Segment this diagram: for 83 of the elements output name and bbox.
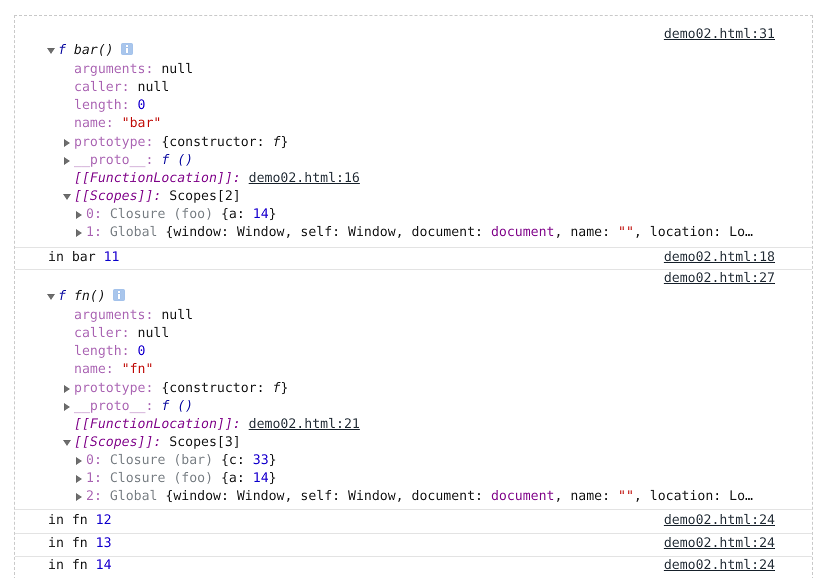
property-name: caller: <box>74 79 130 97</box>
property-name: prototype: <box>74 380 154 398</box>
scope-type: Global <box>110 488 158 506</box>
string-value: "" <box>618 488 634 506</box>
property-value: {a: <box>220 470 245 488</box>
property-value: {constructor: f} <box>161 134 288 152</box>
property-name: 1: <box>86 470 102 488</box>
property-value: name: <box>570 488 610 506</box>
number-value: 0 <box>138 97 146 115</box>
internal-property: [[FunctionLocation]]: <box>74 170 241 188</box>
property-name: length: <box>74 97 130 115</box>
property-name: 0: <box>86 452 102 470</box>
source-link: demo02.html:24 <box>664 512 775 530</box>
source-link: demo02.html:27 <box>664 270 775 288</box>
number-value: 14 <box>252 206 269 224</box>
scope-type: Closure (bar) <box>110 452 214 470</box>
function-keyword: f <box>58 42 66 60</box>
property-name: arguments: <box>74 61 154 79</box>
property-name: __proto__: <box>74 152 154 170</box>
number-value: 11 <box>104 249 120 267</box>
log-message: in bar <box>48 249 96 267</box>
function-keyword: f () <box>161 152 194 170</box>
property-name: name: <box>74 115 114 133</box>
log-message: in fn <box>48 512 88 530</box>
source-link: demo02.html:21 <box>248 416 360 434</box>
string-value: "bar" <box>122 115 162 133</box>
property-value: Scopes[3] <box>169 434 241 452</box>
internal-property: [[FunctionLocation]]: <box>74 416 241 434</box>
property-name: prototype: <box>74 134 154 152</box>
source-link: demo02.html:31 <box>664 26 775 44</box>
string-value: "fn" <box>122 361 154 379</box>
number-value: 14 <box>96 557 112 575</box>
property-value: , <box>554 488 562 506</box>
function-keyword: f <box>58 288 66 306</box>
property-name: 1: <box>86 224 102 242</box>
internal-property: [[Scopes]]: <box>74 188 162 206</box>
function-name: fn() <box>74 288 106 306</box>
scope-type: Closure (foo) <box>110 470 214 488</box>
number-value: 14 <box>252 470 269 488</box>
source-link: demo02.html:24 <box>664 535 775 553</box>
property-value: {a: <box>220 206 245 224</box>
scope-type: Closure (foo) <box>110 206 214 224</box>
property-name: length: <box>74 343 130 361</box>
property-value: null <box>161 61 194 79</box>
number-value: 13 <box>96 535 112 553</box>
property-value: , <box>634 224 642 242</box>
source-link: demo02.html:18 <box>664 249 775 267</box>
property-value: {window: Window, self: Window, document: <box>165 488 483 506</box>
property-value: } <box>268 206 277 224</box>
property-name: 2: <box>86 488 102 506</box>
log-message: in fn <box>48 557 88 575</box>
property-value: Scopes[2] <box>169 188 241 206</box>
property-value: {c: <box>220 452 245 470</box>
source-link: demo02.html:24 <box>664 557 775 575</box>
property-name: 0: <box>86 206 102 224</box>
property-name: name: <box>74 361 114 379</box>
property-name: arguments: <box>74 307 154 325</box>
property-value: {constructor: f} <box>161 380 288 398</box>
property-value: null <box>138 325 170 343</box>
internal-property: [[Scopes]]: <box>74 434 162 452</box>
property-name: __proto__: <box>74 398 154 416</box>
property-value: } <box>268 452 277 470</box>
object-value: document <box>490 224 554 242</box>
property-name: caller: <box>74 325 130 343</box>
object-value: document <box>490 488 554 506</box>
scope-type: Global <box>110 224 158 242</box>
property-value: null <box>138 79 170 97</box>
property-value: , <box>554 224 562 242</box>
log-message: in fn <box>48 535 88 553</box>
number-value: 33 <box>252 452 269 470</box>
property-value: {window: Window, self: Window, document: <box>165 224 483 242</box>
property-value: location: Lo… <box>650 488 753 506</box>
function-keyword: f () <box>161 398 194 416</box>
property-value: location: Lo… <box>650 224 753 242</box>
number-value: 12 <box>96 512 112 530</box>
property-value: , <box>634 488 642 506</box>
property-value: name: <box>570 224 610 242</box>
string-value: "" <box>618 224 634 242</box>
function-name: bar() <box>74 42 114 60</box>
source-link: demo02.html:16 <box>248 170 360 188</box>
number-value: 0 <box>138 343 146 361</box>
property-value: null <box>161 307 194 325</box>
property-value: } <box>268 470 277 488</box>
